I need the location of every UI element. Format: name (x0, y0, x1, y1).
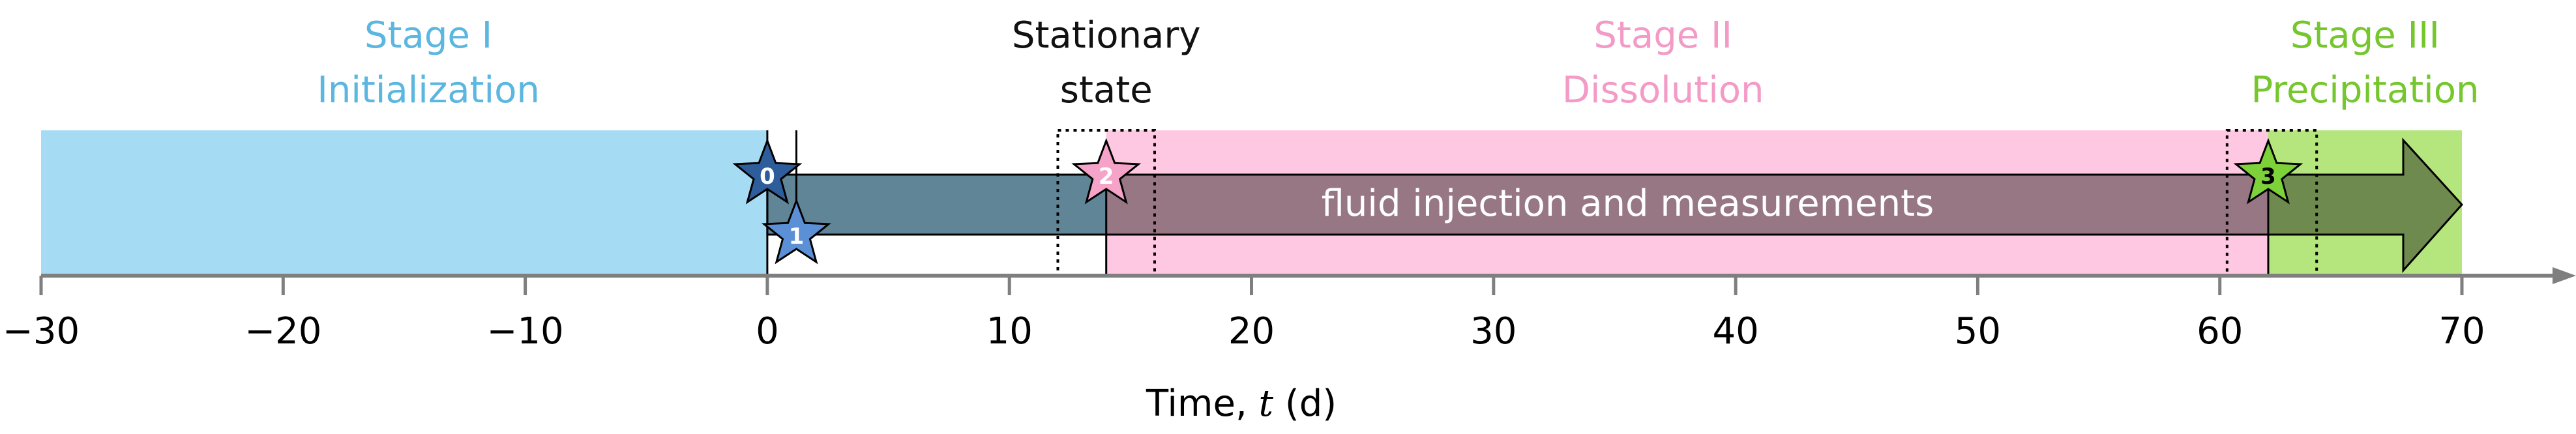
axis-tick-label: 20 (1228, 310, 1275, 353)
axis-tick-label: −30 (3, 310, 80, 353)
marker-label: 0 (760, 164, 775, 190)
marker-label: 1 (789, 224, 805, 250)
axis-title: Time, t (d) (1146, 383, 1337, 425)
stage-1-title: Stage I (364, 14, 492, 57)
arrow-label: fluid injection and measurements (1322, 182, 1934, 225)
stage-3-title: Stage III (2290, 14, 2440, 57)
time-axis: −30 −20 −10 0 10 20 30 40 50 60 70 (3, 267, 2576, 353)
marker-label: 2 (1099, 164, 1114, 190)
axis-tick-label: 60 (2197, 310, 2243, 353)
event-markers: 0 1 2 3 (732, 137, 2303, 265)
stage-2-subtitle: Dissolution (1562, 69, 1764, 111)
axis-tick-label: 0 (756, 310, 779, 353)
event-marker-1: 1 (761, 197, 831, 265)
event-marker-2: 2 (1071, 137, 1142, 205)
stationary-title: Stationary (1012, 14, 1201, 57)
event-marker-0: 0 (732, 137, 803, 205)
axis-tick-label: 30 (1470, 310, 1517, 353)
star-icon (1071, 137, 1142, 205)
stationary-subtitle: state (1060, 69, 1153, 111)
axis-title-unit: (d) (1273, 383, 1337, 425)
stage-labels: Stage I Initialization Stationary state Stag… (317, 14, 2479, 111)
stage-1-band (41, 130, 767, 276)
arrow-segment-stage-1 (767, 140, 1106, 270)
axis-tick-label: 40 (1712, 310, 1758, 353)
stage-1-subtitle: Initialization (317, 69, 540, 111)
axis-title-var: t (1259, 383, 1274, 425)
star-icon (761, 197, 831, 265)
stage-2-title: Stage II (1593, 14, 1732, 57)
axis-arrowhead-icon (2553, 267, 2576, 284)
axis-tick-label: 50 (1955, 310, 2001, 353)
stage-3-subtitle: Precipitation (2251, 69, 2479, 111)
axis-tick-label: −10 (487, 310, 564, 353)
axis-title-label: Time, (1146, 383, 1259, 425)
arrow-outline (766, 137, 2464, 273)
axis-tick-label: 10 (986, 310, 1033, 353)
event-marker-3: 3 (2233, 137, 2303, 205)
marker-label: 3 (2260, 164, 2276, 190)
axis-tick-label: −20 (244, 310, 321, 353)
axis-tick-label: 70 (2438, 310, 2485, 353)
star-icon (2233, 137, 2303, 205)
star-icon (732, 137, 803, 205)
